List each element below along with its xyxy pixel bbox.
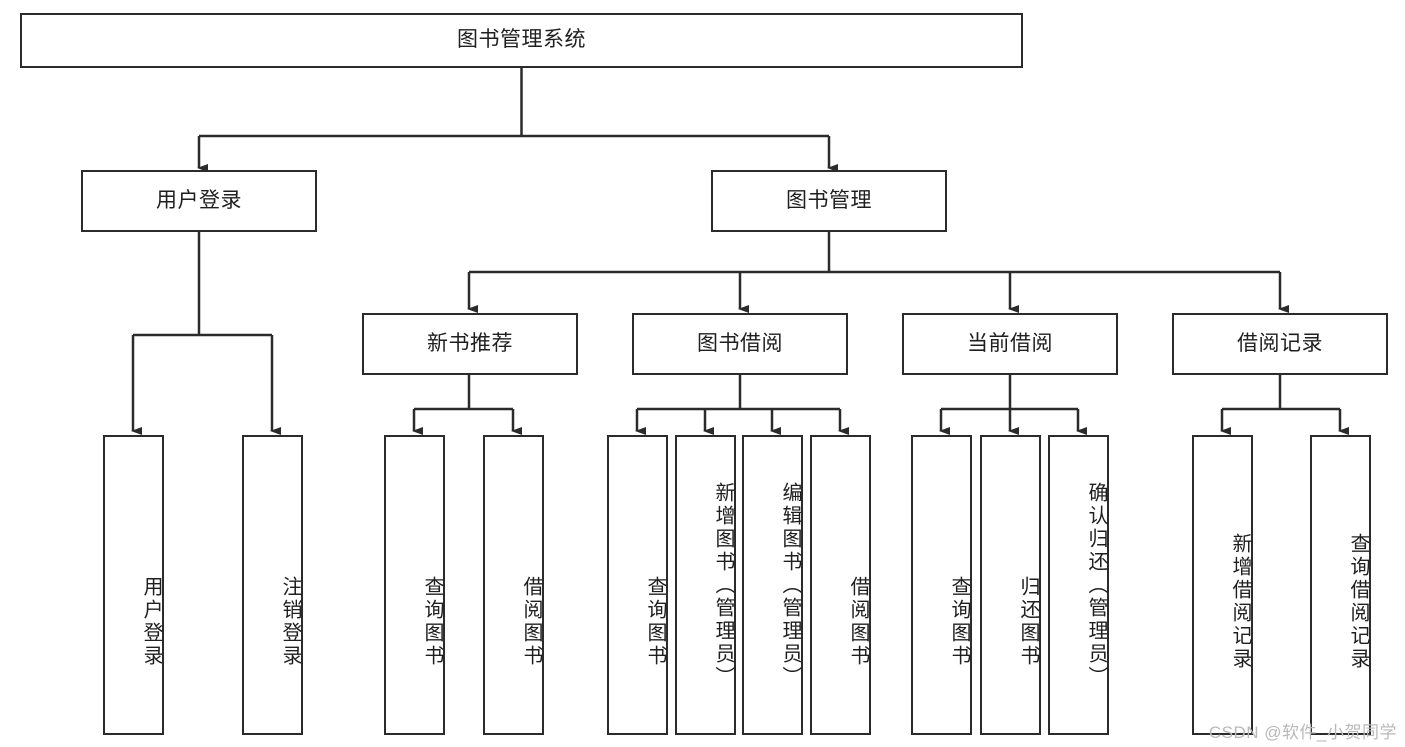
node-leaf-borrow-book-2[interactable]: 借阅图书 xyxy=(810,435,871,735)
node-leaf-user-logout-label: 注销登录 xyxy=(279,576,301,668)
node-root-label: 图书管理系统 xyxy=(457,28,586,52)
node-leaf-query-book-3-label: 查询图书 xyxy=(948,576,970,668)
node-leaf-return-book-label: 归还图书 xyxy=(1017,576,1039,668)
node-leaf-query-book-3[interactable]: 查询图书 xyxy=(911,435,972,735)
node-book-manage[interactable]: 图书管理 xyxy=(711,170,947,232)
node-current-borrow-label: 当前借阅 xyxy=(967,331,1053,355)
node-leaf-user-login[interactable]: 用户登录 xyxy=(103,435,164,735)
node-leaf-query-book-1[interactable]: 查询图书 xyxy=(384,435,445,735)
node-leaf-query-book-2-label: 查询图书 xyxy=(644,576,666,668)
node-leaf-add-book[interactable]: 新增图书（管理员） xyxy=(675,435,736,735)
node-leaf-user-logout[interactable]: 注销登录 xyxy=(242,435,303,735)
node-leaf-borrow-book-2-label: 借阅图书 xyxy=(847,576,869,668)
node-leaf-query-book-2[interactable]: 查询图书 xyxy=(607,435,668,735)
node-current-borrow[interactable]: 当前借阅 xyxy=(902,313,1118,375)
node-user-login-label: 用户登录 xyxy=(156,188,242,212)
node-user-login[interactable]: 用户登录 xyxy=(81,170,317,232)
node-leaf-confirm-return-label: 确认归还（管理员） xyxy=(1085,481,1107,689)
node-leaf-confirm-return[interactable]: 确认归还（管理员） xyxy=(1048,435,1109,735)
node-leaf-query-record[interactable]: 查询借阅记录 xyxy=(1310,435,1371,735)
node-leaf-edit-book[interactable]: 编辑图书（管理员） xyxy=(742,435,803,735)
node-borrow-record[interactable]: 借阅记录 xyxy=(1172,313,1388,375)
node-new-book-recommend-label: 新书推荐 xyxy=(427,331,513,355)
node-leaf-query-book-1-label: 查询图书 xyxy=(421,576,443,668)
node-book-borrow[interactable]: 图书借阅 xyxy=(632,313,848,375)
node-new-book-recommend[interactable]: 新书推荐 xyxy=(362,313,578,375)
node-root[interactable]: 图书管理系统 xyxy=(20,13,1023,68)
node-book-manage-label: 图书管理 xyxy=(786,188,872,212)
node-leaf-add-record[interactable]: 新增借阅记录 xyxy=(1192,435,1253,735)
watermark-text: CSDN @软件_小贺同学 xyxy=(1208,723,1397,742)
node-leaf-borrow-book-1[interactable]: 借阅图书 xyxy=(483,435,544,735)
node-leaf-query-record-label: 查询借阅记录 xyxy=(1347,533,1369,671)
node-leaf-edit-book-label: 编辑图书（管理员） xyxy=(779,481,801,689)
node-leaf-borrow-book-1-label: 借阅图书 xyxy=(520,576,542,668)
node-leaf-add-record-label: 新增借阅记录 xyxy=(1229,533,1251,671)
node-leaf-user-login-label: 用户登录 xyxy=(140,576,162,668)
node-leaf-add-book-label: 新增图书（管理员） xyxy=(712,481,734,689)
node-leaf-return-book[interactable]: 归还图书 xyxy=(980,435,1041,735)
node-borrow-record-label: 借阅记录 xyxy=(1237,331,1323,355)
node-book-borrow-label: 图书借阅 xyxy=(697,331,783,355)
